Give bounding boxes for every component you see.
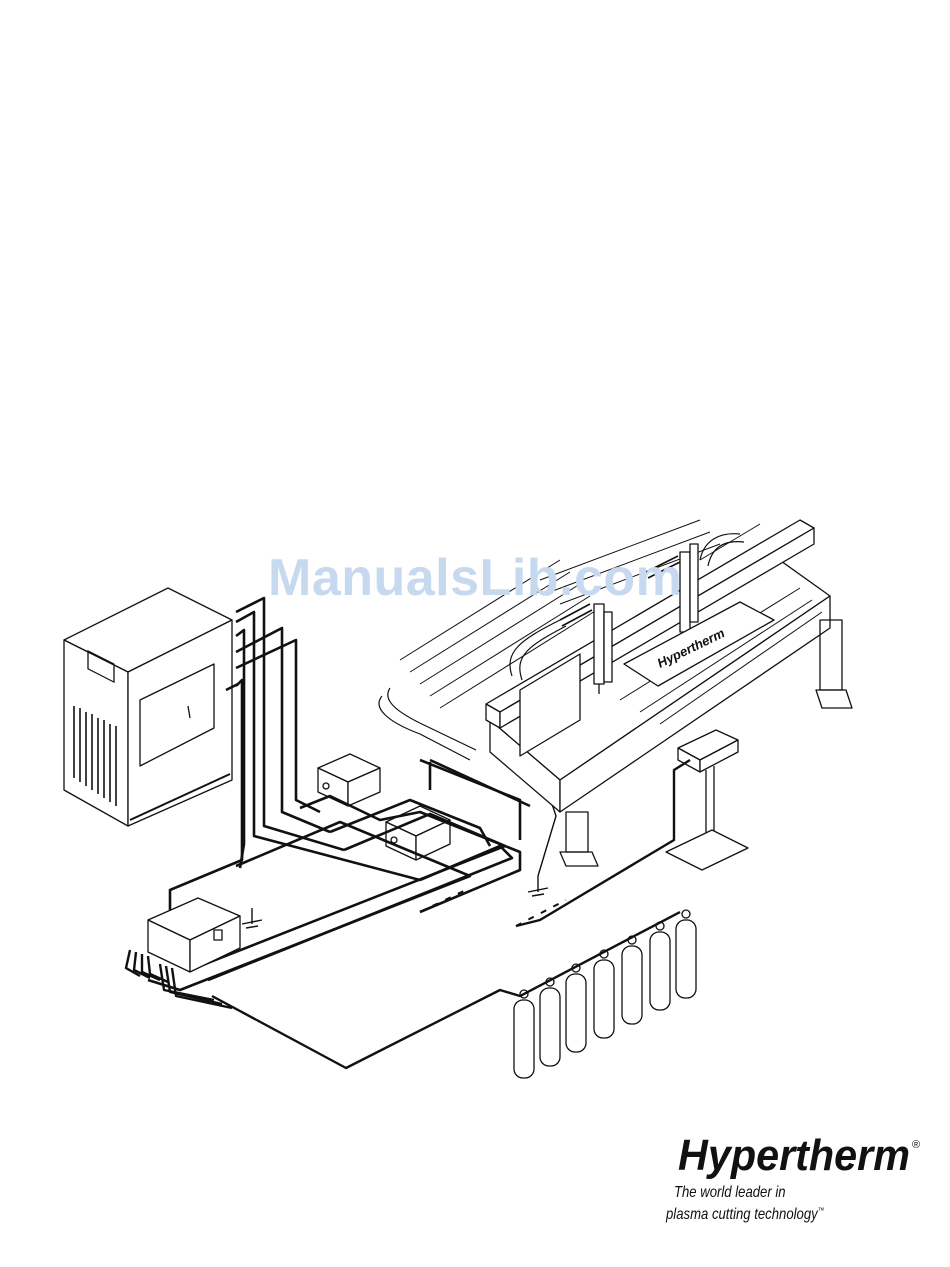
ignition-console-2 — [386, 806, 450, 860]
gas-console — [148, 898, 240, 972]
logo-wordmark: Hypertherm — [678, 1131, 910, 1180]
hypertherm-logo: Hypertherm ® — [660, 1128, 922, 1182]
torch-lifter-1 — [594, 604, 612, 694]
gas-cylinders — [514, 910, 696, 1078]
tagline-line-2: plasma cutting technology™ — [666, 1206, 824, 1224]
brand-block: Hypertherm ® The world leader in plasma … — [660, 1128, 950, 1182]
ground-symbol-2 — [528, 804, 556, 896]
cable-track-1 — [379, 688, 476, 760]
ground-symbol-1 — [242, 908, 262, 928]
trademark-mark: ™ — [818, 1206, 825, 1215]
registered-mark: ® — [912, 1139, 920, 1151]
power-supply-cabinet — [64, 588, 232, 826]
dashed-lines — [420, 888, 566, 926]
tagline-line-2-text: plasma cutting technology — [666, 1206, 818, 1223]
tagline-line-1: The world leader in — [674, 1184, 786, 1202]
watermark: ManualsLib.com — [268, 548, 682, 608]
